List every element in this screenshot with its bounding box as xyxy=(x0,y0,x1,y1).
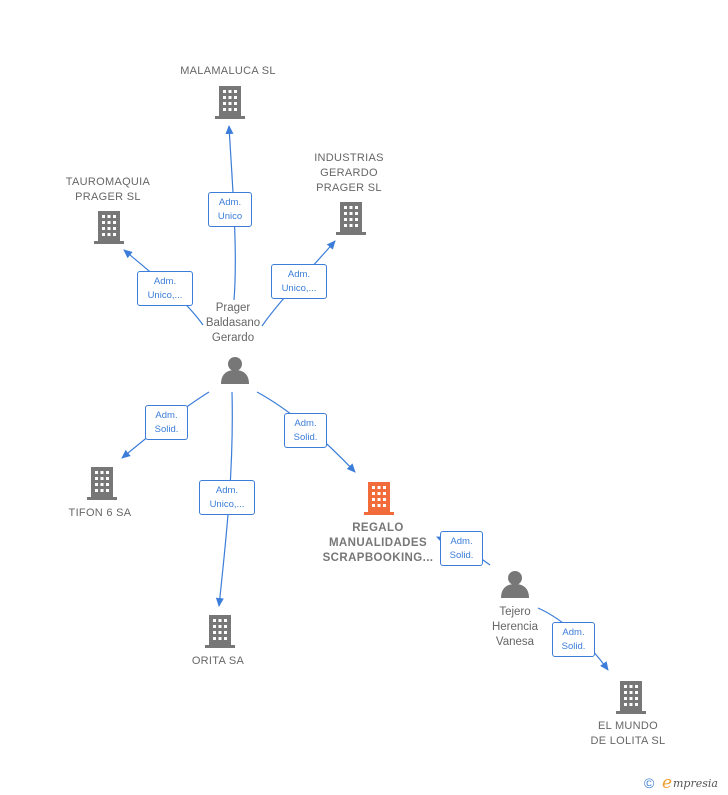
edge-label-regalo[interactable]: Adm. Solid. xyxy=(284,413,327,448)
edge-label-orita[interactable]: Adm. Unico,... xyxy=(199,480,255,515)
building-icon[interactable] xyxy=(94,211,124,244)
person-icon[interactable] xyxy=(501,571,529,598)
company-label-tauromaquia[interactable]: TAUROMAQUIA PRAGER SL xyxy=(65,176,151,203)
brand-e: e xyxy=(662,773,673,793)
edge-label-tauromaquia[interactable]: Adm. Unico,... xyxy=(137,271,193,306)
edge-label-tejero-elmundo[interactable]: Adm. Solid. xyxy=(552,622,595,657)
company-label-elmundo[interactable]: EL MUNDO DE LOLITA SL xyxy=(590,720,666,747)
edges xyxy=(121,125,609,671)
edge-label-malamaluca[interactable]: Adm. Unico xyxy=(208,192,252,227)
brand-name: mpresia xyxy=(673,777,718,790)
copyright-symbol: © xyxy=(644,775,655,791)
building-icon[interactable] xyxy=(616,681,646,714)
edge-label-tifon[interactable]: Adm. Solid. xyxy=(145,405,188,440)
building-icon[interactable] xyxy=(336,202,366,235)
person-label-prager[interactable]: Prager Baldasano Gerardo xyxy=(205,302,261,344)
building-icon-main[interactable] xyxy=(364,482,394,515)
edge-label-industrias[interactable]: Adm. Unico,... xyxy=(271,264,327,299)
building-icon[interactable] xyxy=(87,467,117,500)
building-icon[interactable] xyxy=(215,86,245,119)
company-label-industrias[interactable]: INDUSTRIAS GERARDO PRAGER SL xyxy=(314,152,384,194)
company-label-malamaluca[interactable]: MALAMALUCA SL xyxy=(180,65,276,77)
edge-label-tejero-regalo[interactable]: Adm. Solid. xyxy=(440,531,483,566)
person-icon[interactable] xyxy=(221,357,249,384)
person-label-tejero[interactable]: Tejero Herencia Vanesa xyxy=(491,606,539,648)
company-label-orita[interactable]: ORITA SA xyxy=(191,655,245,667)
company-label-regalo[interactable]: REGALO MANUALIDADES SCRAPBOOKING... xyxy=(322,522,434,564)
company-label-tifon[interactable]: TIFON 6 SA xyxy=(68,507,132,519)
empresia-logo: © e mpresia xyxy=(638,773,728,793)
building-icon[interactable] xyxy=(205,615,235,648)
